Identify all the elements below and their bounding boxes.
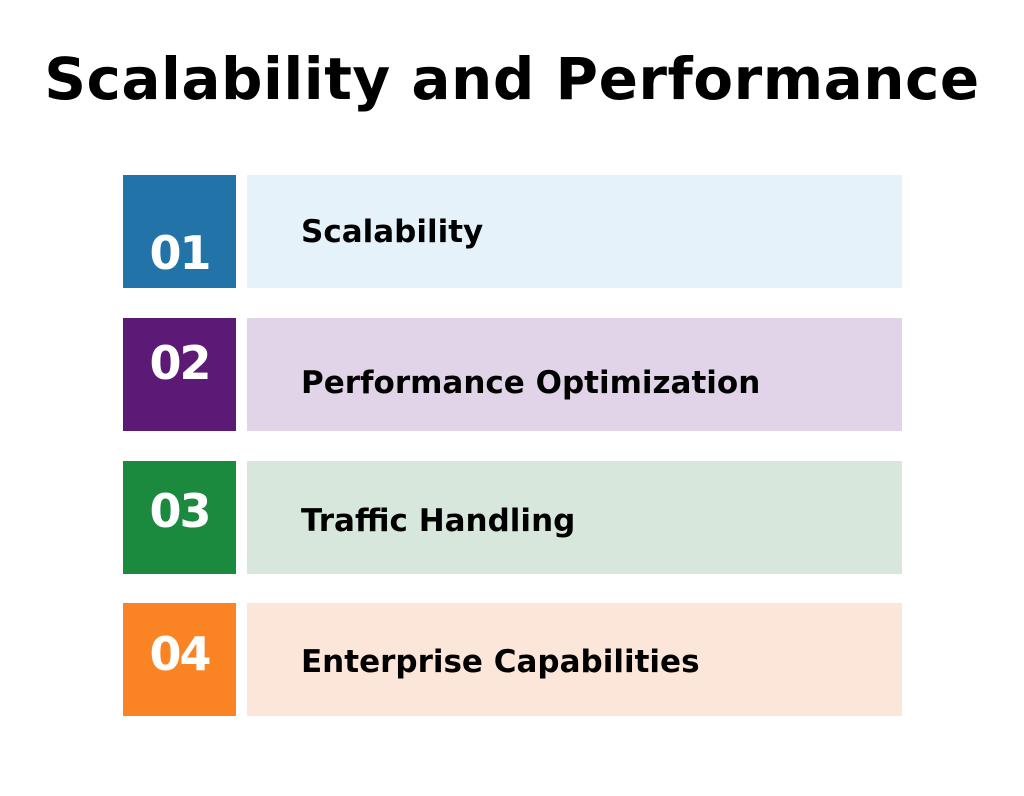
step-number-badge: 03 xyxy=(123,461,236,574)
step-number-badge: 04 xyxy=(123,603,236,716)
step-label-bar: Performance Optimization xyxy=(247,318,902,431)
list-item-3: 03 Traffic Handling xyxy=(123,461,902,574)
step-label-bar: Traffic Handling xyxy=(247,461,902,574)
step-label: Traffic Handling xyxy=(301,502,576,539)
step-label-bar: Scalability xyxy=(247,175,902,288)
step-number-badge: 01 xyxy=(123,175,236,288)
step-number-badge: 02 xyxy=(123,318,236,431)
list-item-2: 02 Performance Optimization xyxy=(123,318,902,431)
list-item-1: 01 Scalability xyxy=(123,175,902,288)
step-label: Enterprise Capabilities xyxy=(301,643,700,680)
step-label-bar: Enterprise Capabilities xyxy=(247,603,902,716)
step-label: Scalability xyxy=(301,213,484,250)
step-label: Performance Optimization xyxy=(301,364,761,401)
list-item-4: 04 Enterprise Capabilities xyxy=(123,603,902,716)
page-title: Scalability and Performance xyxy=(44,45,980,113)
